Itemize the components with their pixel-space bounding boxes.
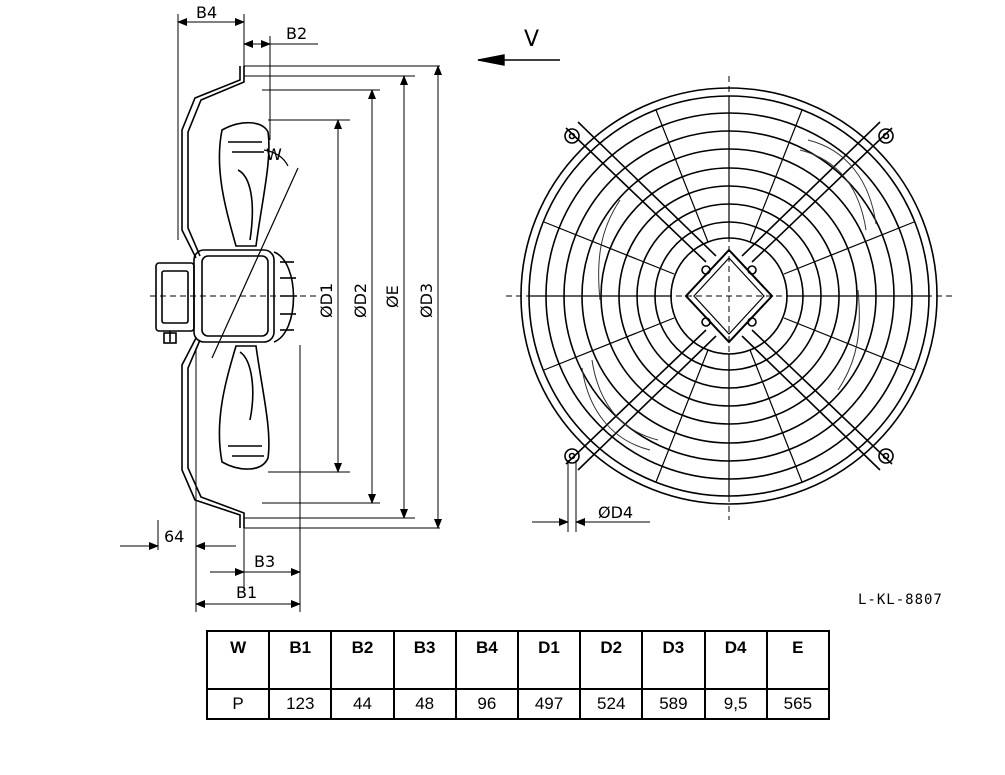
table-header-cell: B1 [268,630,333,689]
fan-technical-drawing: B4 B2 W V ØD1 ØD2 ØE ØD3 64 B3 B1 ØD4 [120,3,952,612]
table-cell: 9,5 [703,688,768,720]
view-direction-arrow [477,54,560,66]
table-cell: 565 [765,688,831,720]
table-header-cell: D3 [641,630,706,689]
table-cell: 96 [454,688,519,720]
drawing-reference: L-KL-8807 [858,592,943,608]
label-d3: ØD3 [417,283,436,318]
table-header-cell: D1 [516,630,582,689]
table-cell: 44 [330,688,395,720]
side-view-dimensions [120,14,442,612]
table-cell: 524 [579,688,644,720]
front-view [506,76,952,532]
label-w: W [266,145,282,164]
dimension-table: W B1 B2 B3 B4 D1 D2 D3 D4 E P 123 44 48 … [205,630,831,720]
label-v: V [524,27,539,52]
label-d4: ØD4 [598,503,633,522]
table-header-cell: B4 [454,630,519,689]
table-header-cell: B3 [392,630,457,689]
table-cell: P [205,688,271,720]
table-header-cell: D4 [703,630,768,689]
label-b2: B2 [286,24,307,43]
table-header-cell: B2 [330,630,395,689]
label-b1: B1 [236,583,257,602]
table-header-cell: W [205,630,271,689]
label-b4: B4 [196,3,217,22]
table-cell: 497 [516,688,582,720]
table-cell: 589 [641,688,706,720]
table-row: P 123 44 48 96 497 524 589 9,5 565 [205,688,831,720]
table-cell: 123 [268,688,333,720]
label-e: ØE [383,285,402,308]
label-d2: ØD2 [351,283,370,318]
label-64: 64 [164,527,184,546]
label-d1: ØD1 [317,283,336,318]
table-header-cell: E [765,630,831,689]
table-cell: 48 [392,688,457,720]
label-b3: B3 [254,552,275,571]
side-view [150,65,440,529]
table-header-cell: D2 [579,630,644,689]
table-header-row: W B1 B2 B3 B4 D1 D2 D3 D4 E [205,630,831,689]
